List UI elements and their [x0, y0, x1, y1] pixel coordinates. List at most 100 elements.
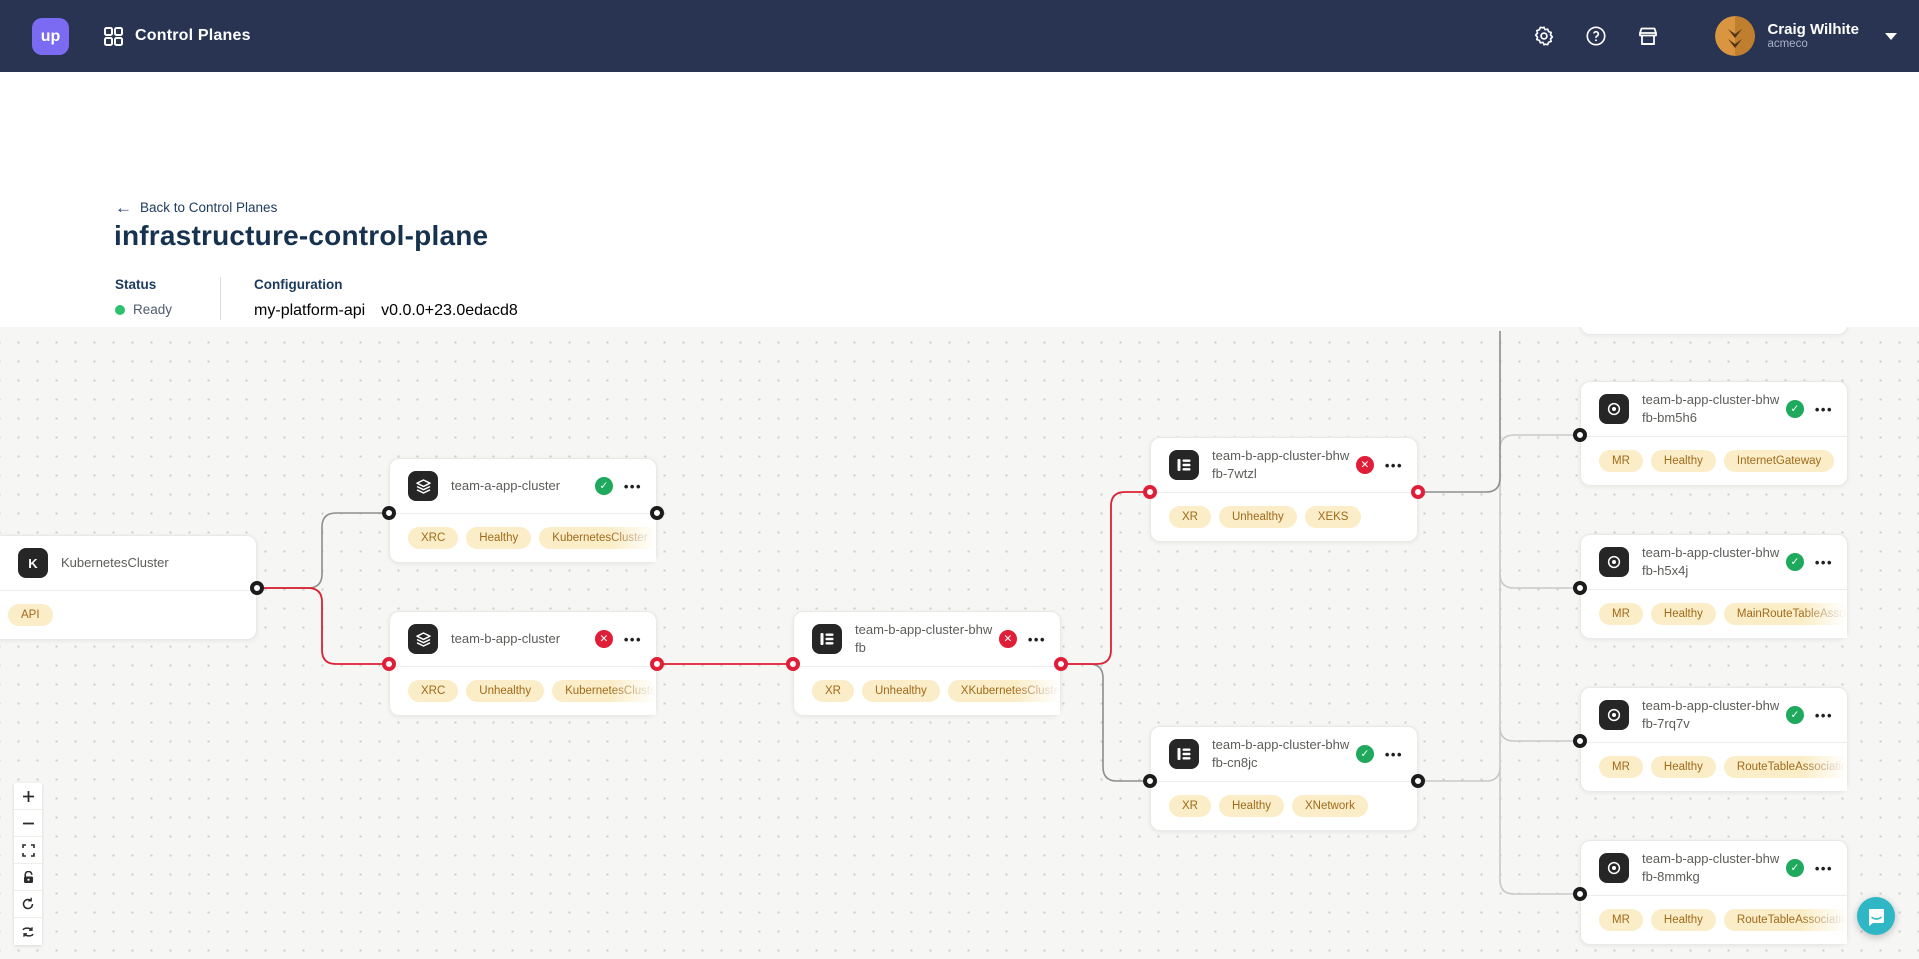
badge: Healthy	[1650, 603, 1716, 625]
settings-gear-icon[interactable]	[1531, 23, 1557, 49]
page-header: ← Back to Control Planes infrastructure-…	[0, 72, 1919, 399]
status-label: Status	[115, 277, 157, 292]
handle-target[interactable]	[382, 506, 396, 520]
top-navbar: up Control Planes	[0, 0, 1919, 72]
node-team-b-app-cluster-bhwfb-h5x4j[interactable]: team-b-app-cluster-bhwfb-h5x4j ✓ ••• MR …	[1580, 534, 1848, 639]
relayout-button[interactable]	[14, 918, 42, 945]
node-kubernetescluster[interactable]: K KubernetesCluster API	[0, 535, 257, 640]
managed-resource-icon	[1599, 700, 1629, 730]
unhealthy-x-icon: ✕	[998, 630, 1017, 648]
node-team-b-app-cluster-bhwfb-7rq7v[interactable]: team-b-app-cluster-bhwfb-7rq7v ✓ ••• MR …	[1580, 687, 1848, 792]
upbound-logo[interactable]: up	[32, 18, 69, 55]
status-value: Ready	[133, 302, 173, 317]
node-label: team-b-app-cluster-bhwfb-bm5h6	[1642, 392, 1780, 425]
handle-source[interactable]	[1054, 657, 1068, 671]
badge: MainRouteTableAssociation	[1723, 603, 1847, 625]
handle-source[interactable]	[1411, 774, 1425, 788]
node-team-b-app-cluster-bhwfb-7wtzl[interactable]: team-b-app-cluster-bhwfb-7wtzl ✕ ••• XR …	[1150, 437, 1418, 542]
handle-target[interactable]	[1143, 774, 1157, 788]
layers-icon	[408, 471, 438, 501]
node-label: team-b-app-cluster-bhwfb-7rq7v	[1642, 698, 1780, 731]
handle-target[interactable]	[1573, 428, 1587, 442]
node-label: KubernetesCluster	[61, 555, 169, 571]
badge: InternetGateway	[1723, 450, 1835, 472]
user-org: acmeco	[1767, 38, 1808, 51]
configuration-name: my-platform-api	[254, 302, 366, 319]
handle-target[interactable]	[1143, 485, 1157, 499]
badge: Unhealthy	[861, 680, 940, 702]
node-team-b-app-cluster-bhwfb-bm5h6[interactable]: team-b-app-cluster-bhwfb-bm5h6 ✓ ••• MR …	[1580, 381, 1848, 486]
node-menu-button[interactable]: •••	[1027, 631, 1046, 647]
canvas-controls	[14, 783, 42, 945]
handle-target[interactable]	[1573, 734, 1587, 748]
avatar	[1715, 16, 1756, 56]
user-menu[interactable]: Craig Wilhite acmeco	[1715, 16, 1897, 56]
user-name: Craig Wilhite	[1767, 20, 1859, 38]
badge: XR	[1169, 795, 1211, 817]
badge: XNetwork	[1291, 795, 1368, 817]
healthy-check-icon: ✓	[594, 477, 613, 495]
help-icon[interactable]	[1583, 23, 1609, 49]
node-label: team-b-app-cluster-bhwfb-cn8jc	[1212, 737, 1350, 770]
node-menu-button[interactable]: •••	[1814, 707, 1833, 723]
node-label: team-a-app-cluster	[451, 478, 561, 494]
badge: MR	[1599, 756, 1643, 778]
status-block: Status Ready	[115, 277, 172, 320]
badge: Healthy	[1218, 795, 1284, 817]
node-menu-button[interactable]: •••	[1384, 457, 1403, 473]
resource-graph-canvas[interactable]: K KubernetesCluster API team-a-app-clust…	[0, 327, 1919, 959]
badge: RouteTableAssociation	[1723, 756, 1847, 778]
managed-resource-icon	[1599, 394, 1629, 424]
zoom-out-button[interactable]	[14, 810, 42, 837]
chevron-down-icon[interactable]	[1885, 32, 1897, 40]
fit-view-button[interactable]	[14, 837, 42, 864]
node-team-b-app-cluster-bhwfb-cn8jc[interactable]: team-b-app-cluster-bhwfb-cn8jc ✓ ••• XR …	[1150, 726, 1418, 831]
composite-icon	[812, 624, 842, 654]
badge: MR	[1599, 603, 1643, 625]
badge: XR	[1169, 506, 1211, 528]
node-menu-button[interactable]: •••	[1814, 401, 1833, 417]
meta-divider	[220, 277, 222, 320]
rotate-button[interactable]	[14, 891, 42, 918]
node-label: team-b-app-cluster-bhwfb	[855, 622, 993, 655]
chat-icon	[1868, 908, 1884, 926]
badge: XR	[812, 680, 854, 702]
node-menu-button[interactable]: •••	[1384, 746, 1403, 762]
node-menu-button[interactable]: •••	[623, 478, 642, 494]
lock-button[interactable]	[14, 864, 42, 891]
badge: XRC	[408, 680, 459, 702]
node-team-b-app-cluster-bhwfb[interactable]: team-b-app-cluster-bhwfb ✕ ••• XR Unheal…	[793, 611, 1061, 716]
badge: Unhealthy	[466, 680, 545, 702]
configuration-label: Configuration	[254, 277, 343, 292]
handle-target[interactable]	[1573, 581, 1587, 595]
node-menu-button[interactable]: •••	[623, 631, 642, 647]
badge: MR	[1599, 909, 1643, 931]
handle-target[interactable]	[786, 657, 800, 671]
grid-icon	[104, 26, 123, 46]
node-menu-button[interactable]: •••	[1814, 860, 1833, 876]
badge: Healthy	[1650, 909, 1716, 931]
zoom-in-button[interactable]	[14, 783, 42, 810]
node-partial-top[interactable]	[1580, 327, 1848, 335]
composite-icon	[1169, 739, 1199, 769]
k-letter-icon: K	[18, 548, 48, 578]
handle-source[interactable]	[1411, 485, 1425, 499]
node-team-b-app-cluster-bhwfb-8mmkg[interactable]: team-b-app-cluster-bhwfb-8mmkg ✓ ••• MR …	[1580, 840, 1848, 945]
handle-target[interactable]	[1573, 887, 1587, 901]
back-link[interactable]: ← Back to Control Planes	[115, 198, 278, 217]
handle-target[interactable]	[382, 657, 396, 671]
handle-source[interactable]	[650, 506, 664, 520]
node-menu-button[interactable]: •••	[1814, 554, 1833, 570]
handle-source[interactable]	[650, 657, 664, 671]
badge: XKubernetesCluster	[947, 680, 1060, 702]
meta-row: Status Ready Configuration my-platform-a…	[115, 277, 518, 320]
node-team-a-app-cluster[interactable]: team-a-app-cluster ✓ ••• XRC Healthy Kub…	[389, 458, 657, 563]
layers-icon	[408, 624, 438, 654]
handle-source[interactable]	[250, 581, 264, 595]
node-team-b-app-cluster[interactable]: team-b-app-cluster ✕ ••• XRC Unhealthy K…	[389, 611, 657, 716]
healthy-check-icon: ✓	[1785, 706, 1804, 724]
badge: MR	[1599, 450, 1643, 472]
chat-launcher[interactable]	[1857, 897, 1895, 935]
marketplace-icon[interactable]	[1635, 23, 1661, 49]
